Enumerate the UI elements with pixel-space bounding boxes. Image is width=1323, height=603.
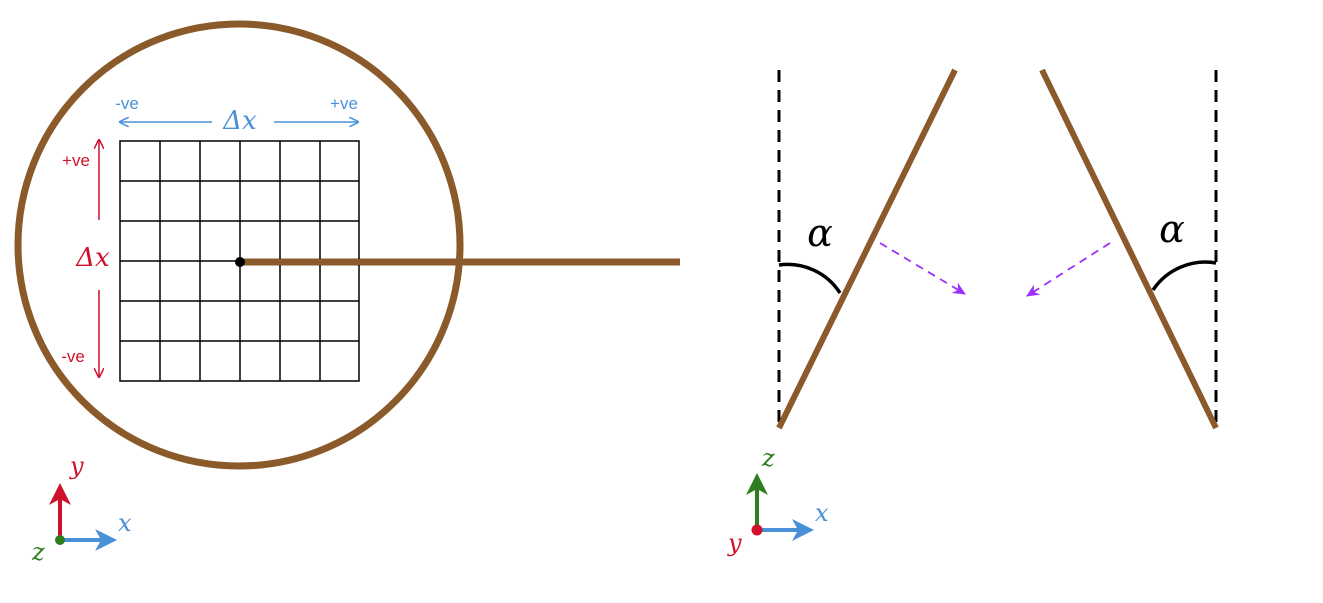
angle-label-left: α <box>807 211 833 255</box>
rod-tilted-right <box>1039 68 1219 430</box>
left-panel: Δx -ve +ve Δx +ve -ve y x z <box>14 20 680 566</box>
angle-label-right: α <box>1159 207 1185 251</box>
center-dot <box>235 257 245 267</box>
pos-horizontal-label: +ve <box>330 94 358 113</box>
axes-triad-left: y x z <box>31 452 132 566</box>
neg-vertical-label: -ve <box>61 347 85 366</box>
x-axis-label-right: x <box>815 499 829 527</box>
y-axis-label-right: y <box>727 529 742 557</box>
normal-arrow-right <box>1026 242 1111 297</box>
normal-arrow-left <box>879 242 966 295</box>
delta-x-vertical-label: Δx <box>75 243 110 273</box>
neg-horizontal-label: -ve <box>115 94 139 113</box>
z-axis-label-right: z <box>761 444 775 472</box>
angle-arc-right <box>1151 260 1217 291</box>
pos-vertical-label: +ve <box>62 151 90 170</box>
magnifier-circle <box>14 20 464 470</box>
rod-tilted-left <box>776 68 958 430</box>
delta-x-horizontal-label: Δx <box>222 106 257 136</box>
angle-arc-left <box>778 262 842 294</box>
y-axis-label: y <box>69 452 84 480</box>
z-axis-label: z <box>31 538 45 566</box>
x-axis-label: x <box>118 509 132 537</box>
z-axis-dot <box>55 535 65 545</box>
axes-triad-right: z x y <box>727 444 829 557</box>
y-axis-dot <box>751 524 763 536</box>
right-panel: α α z x y <box>727 68 1219 557</box>
